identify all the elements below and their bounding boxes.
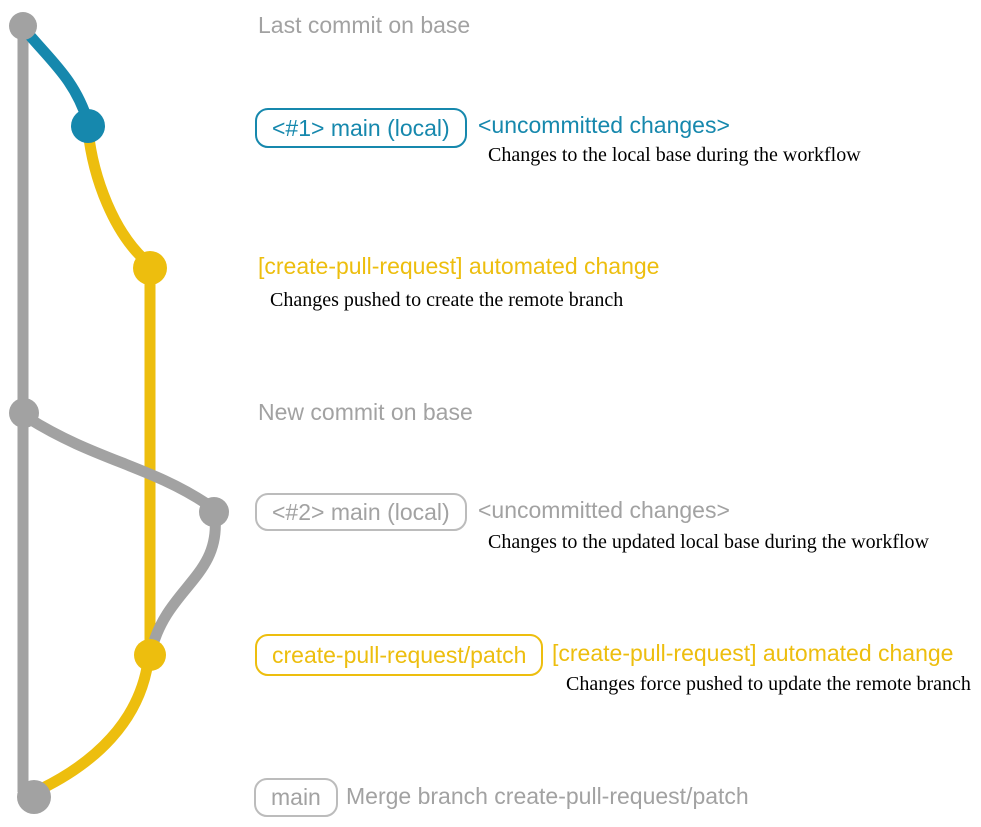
commit-message-automated-change-2: [create-pull-request] automated change xyxy=(552,640,954,666)
annotation-force-pushed-update-branch: Changes force pushed to update the remot… xyxy=(566,673,971,695)
annotation-pushed-create-branch: Changes pushed to create the remote bran… xyxy=(270,289,624,311)
branch-badge-main-local-2: <#2> main (local) xyxy=(255,493,467,531)
caption-last-commit-on-base: Last commit on base xyxy=(258,12,471,38)
commit-message-uncommitted-1: <uncommitted changes> xyxy=(478,112,730,138)
branch-badge-patch: create-pull-request/patch xyxy=(255,634,544,676)
commit-message-merge: Merge branch create-pull-request/patch xyxy=(346,783,749,809)
updated-main-to-patch-curve xyxy=(146,512,221,654)
commit-dot-base-2 xyxy=(9,398,39,428)
commit-dot-merge xyxy=(17,780,51,814)
branch-badge-main-local-1: <#1> main (local) xyxy=(255,108,467,148)
commit-message-automated-change-1: [create-pull-request] automated change xyxy=(258,253,660,279)
commit-dot-patch-1 xyxy=(133,251,167,285)
annotation-local-base-changes: Changes to the local base during the wor… xyxy=(488,144,861,166)
commit-dot-main-local-2 xyxy=(199,497,229,527)
branch-badge-main: main xyxy=(254,778,338,817)
updated-main-local-curve xyxy=(22,412,213,510)
patch-merge-curve xyxy=(35,656,154,795)
commit-dot-main-local-1 xyxy=(71,109,105,143)
annotation-updated-local-base-changes: Changes to the updated local base during… xyxy=(488,531,929,553)
main-local-branch-curve xyxy=(20,25,94,128)
commit-dot-base-1 xyxy=(9,12,37,40)
caption-new-commit-on-base: New commit on base xyxy=(258,399,473,425)
commit-message-uncommitted-2: <uncommitted changes> xyxy=(478,497,730,523)
patch-branch-out-curve xyxy=(82,124,154,269)
commit-dot-patch-2 xyxy=(134,639,166,671)
